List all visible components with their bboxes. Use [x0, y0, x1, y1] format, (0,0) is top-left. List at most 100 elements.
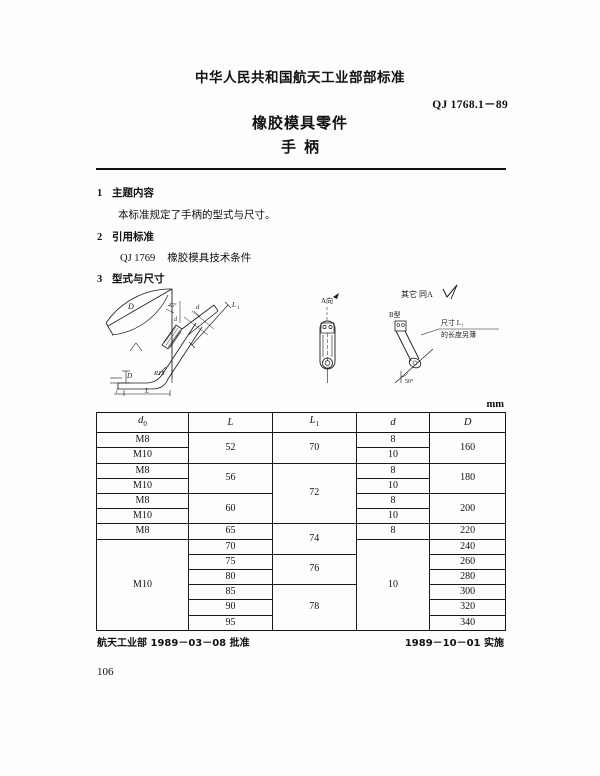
cell-d: 8	[355, 432, 431, 449]
referenced-standard: QJ 1769 橡胶模具技术条件	[120, 250, 251, 265]
column-header-d0: d0	[95, 411, 190, 434]
clause-1-number: 1	[97, 188, 103, 199]
dim-label-L1: L	[231, 301, 236, 309]
cell-L: 75	[188, 553, 273, 570]
table-row: M10 10	[95, 508, 506, 525]
variant-title: 其它 同A	[401, 289, 433, 299]
table-unit-label: mm	[486, 399, 505, 410]
cell-d0: M10	[95, 508, 190, 525]
clause-2-number: 2	[97, 232, 103, 243]
cell-L: 80	[188, 568, 273, 586]
header-divider	[96, 168, 506, 170]
view-a-label: A向	[321, 296, 333, 305]
clause-1-heading: 1 主题内容	[97, 185, 154, 200]
cell-L1: 74	[271, 523, 357, 555]
cell-D: 160	[429, 432, 506, 464]
cell-L: 60	[188, 492, 273, 525]
table-row: M8 60 8 200	[95, 492, 506, 525]
cell-D: 320	[429, 599, 506, 616]
column-header-D: D	[429, 411, 506, 434]
cell-d0: M10	[95, 477, 190, 494]
table-row: 75 76 260	[97, 553, 506, 586]
dimension-table: d0 L L1 d D M8 52 70 8 160 M10 10	[95, 411, 506, 631]
footer-divider	[96, 630, 506, 631]
column-header-L: L	[188, 411, 273, 434]
cell-d: 10	[355, 447, 431, 464]
issuing-organization: 中华人民共和国航天工业部部标准	[195, 70, 405, 86]
dim-label-d: d	[196, 304, 200, 311]
clause-3-heading: 3 型式与尺寸	[97, 271, 165, 286]
approval-statement: 航天工业部 1989－03－08 批准	[97, 638, 250, 649]
cell-D: 240	[429, 538, 506, 555]
cell-L: 90	[188, 599, 273, 616]
cell-L: 56	[188, 462, 273, 494]
technical-drawing-group: L l D R15 D	[96, 283, 506, 398]
cell-D: 200	[429, 492, 506, 525]
dim-label-L: L	[144, 387, 149, 395]
cell-L: 85	[188, 584, 273, 601]
table-row: M10 10	[95, 447, 506, 464]
cell-L1: 72	[271, 462, 357, 525]
page-number: 106	[97, 666, 114, 678]
cell-D: 340	[429, 614, 506, 631]
handle-drawings-svg: L l D R15 D	[105, 284, 499, 396]
table-row: 90 320	[97, 599, 506, 616]
table-row: M10 10	[95, 477, 506, 494]
clause-2-title: 引用标准	[112, 231, 154, 243]
dim-label-d0: d	[174, 317, 178, 323]
cell-D: 280	[429, 568, 506, 586]
cell-L: 52	[188, 432, 273, 464]
dim-label-R15: R15	[153, 370, 165, 377]
document-title-secondary: 手柄	[280, 138, 327, 156]
referenced-standard-code: QJ 1769	[120, 253, 156, 264]
variant-note-line1: 尺寸 L₁	[441, 318, 463, 327]
cell-d0: M8	[95, 492, 190, 510]
cell-d0: M10	[95, 447, 190, 464]
cell-L1: 70	[271, 432, 357, 464]
cell-D: 180	[429, 462, 506, 494]
cell-D: 300	[429, 584, 506, 601]
cell-L: 95	[188, 614, 273, 631]
dim-label-L1-sub: 1	[237, 306, 240, 311]
table-row: M8 56 72 8 180	[95, 462, 506, 525]
dim-label-l-small: l	[116, 389, 118, 395]
cell-d: 10	[355, 538, 431, 631]
table-row: M8 52 70 8 160	[95, 432, 506, 464]
view-a: A向	[319, 293, 339, 383]
document-title-primary: 橡胶模具零件	[251, 114, 348, 132]
clause-3-title: 型式与尺寸	[112, 273, 165, 285]
cell-L: 70	[188, 538, 273, 555]
cell-L1: 78	[271, 584, 357, 631]
cell-L1: 76	[271, 553, 357, 586]
cell-D: 260	[429, 553, 506, 570]
cell-d0: M8	[95, 523, 190, 540]
column-header-L1: L1	[271, 411, 357, 434]
table-row: 95 340	[97, 614, 506, 631]
cell-d0: M8	[95, 462, 190, 479]
clause-1-title: 主题内容	[112, 187, 154, 199]
view-b: 其它 同A B型	[389, 284, 499, 385]
cell-L: 65	[188, 523, 273, 540]
clause-1-body: 本标准规定了手柄的型式与尺寸。	[118, 209, 276, 221]
table-header-row: d0 L L1 d D	[95, 411, 506, 434]
table-row: 85 78 300	[97, 584, 506, 631]
clause-2-heading: 2 引用标准	[97, 229, 154, 244]
cell-d: 8	[355, 462, 431, 479]
standard-number: QJ 1768.1－89	[432, 99, 508, 111]
column-header-d: d	[355, 411, 431, 434]
table-row: M8 65 74 8 220	[95, 523, 506, 555]
effective-date: 1989－10－01 实施	[404, 638, 504, 649]
cell-d0: M10	[95, 538, 190, 631]
cell-d: 10	[355, 508, 431, 525]
dim-label-D: D	[127, 302, 134, 311]
referenced-standard-title: 橡胶模具技术条件	[167, 252, 252, 264]
variant-angle-label: 50°	[405, 378, 414, 385]
main-view: L l D R15 D	[105, 288, 240, 396]
cell-D: 220	[429, 523, 506, 540]
clause-3-number: 3	[97, 274, 103, 285]
table-row: 80 280	[97, 568, 506, 586]
table-row: 70 240	[97, 538, 506, 555]
cell-d: 8	[355, 523, 431, 540]
dim-label-D-small: D	[126, 372, 132, 380]
